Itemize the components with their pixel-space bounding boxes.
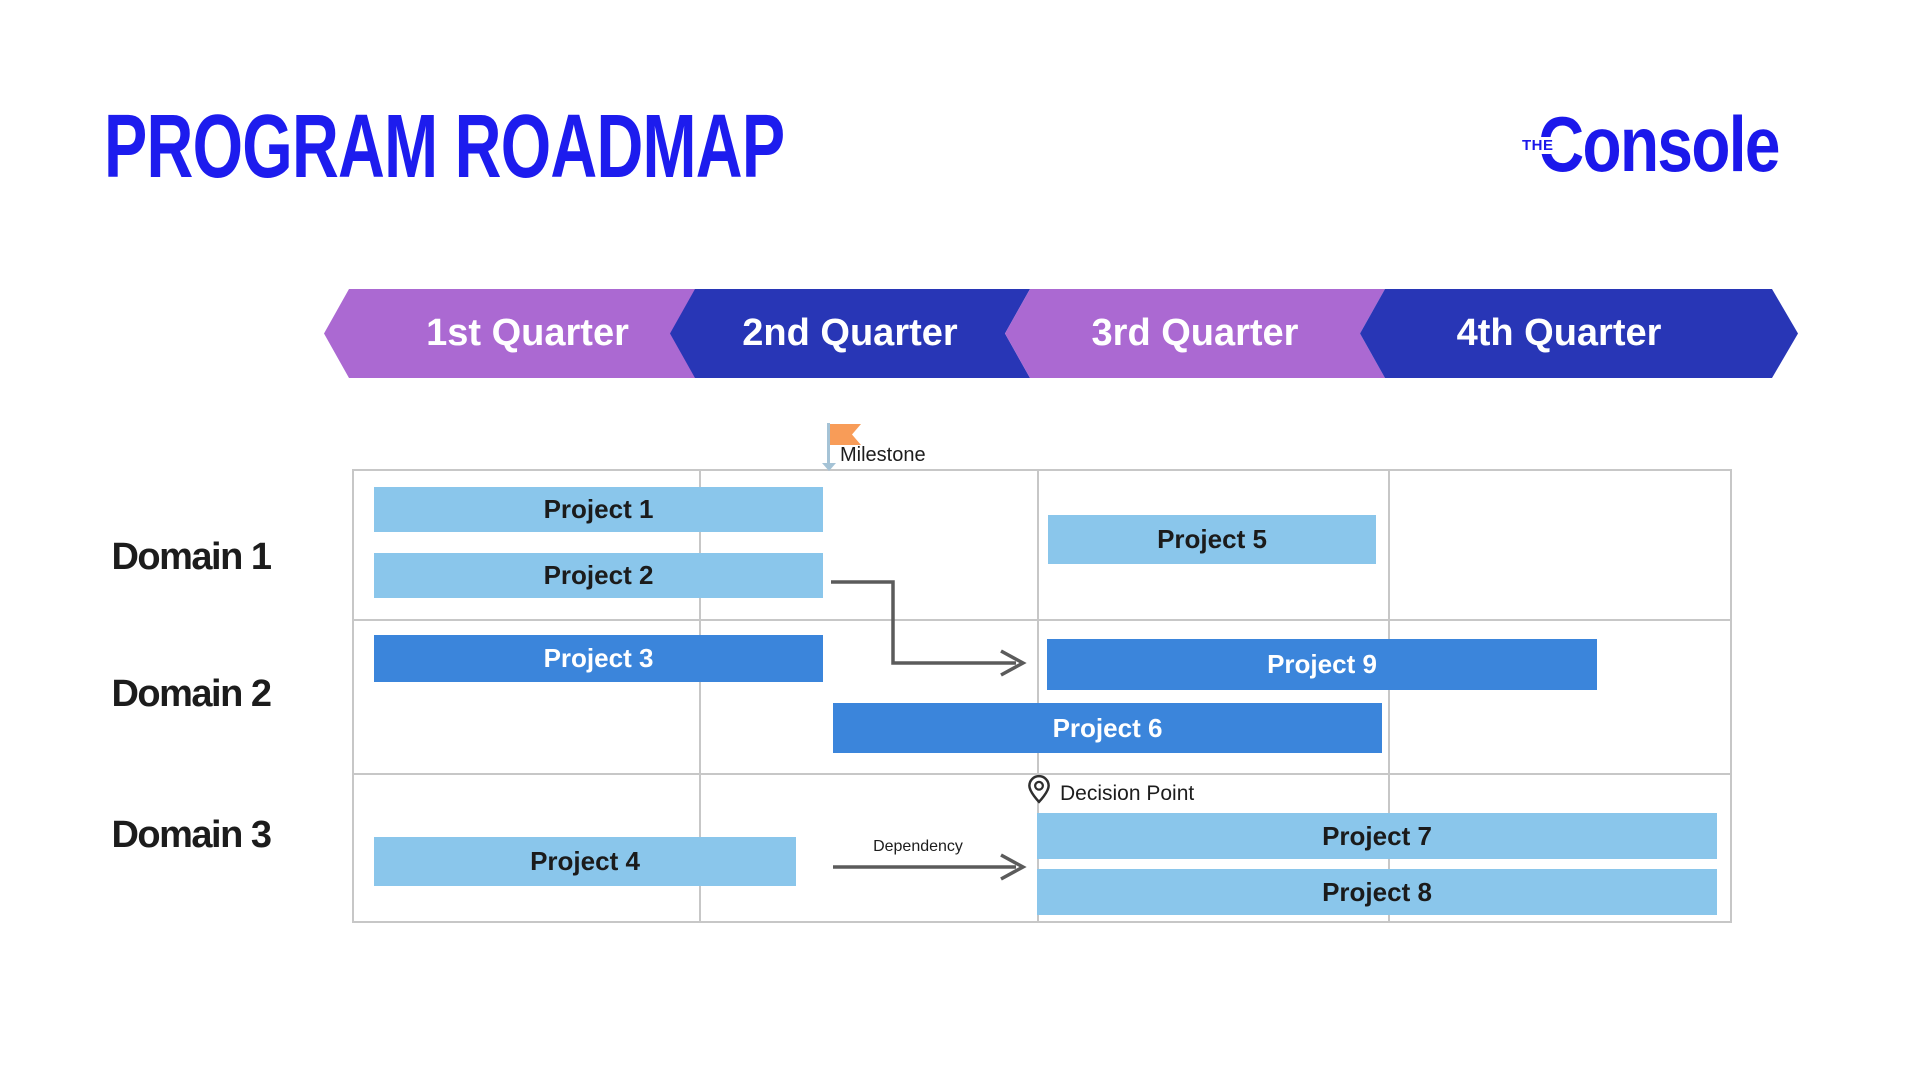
milestone-flag-icon bbox=[830, 424, 861, 445]
grid-column-divider bbox=[1388, 471, 1390, 921]
page-title: PROGRAM ROADMAP bbox=[104, 96, 1049, 199]
project-bar-3: Project 3 bbox=[374, 635, 823, 682]
project-bar-7: Project 7 bbox=[1037, 813, 1717, 859]
quarter-chevron-q4: 4th Quarter bbox=[1360, 289, 1798, 378]
grid-column-divider bbox=[1037, 471, 1039, 921]
grid-row-divider bbox=[354, 619, 1730, 621]
milestone-label: Milestone bbox=[840, 444, 926, 466]
grid-column-divider bbox=[699, 471, 701, 921]
logo-name: Console bbox=[1538, 100, 1780, 188]
project-bar-4: Project 4 bbox=[374, 837, 796, 886]
project-bar-9: Project 9 bbox=[1047, 639, 1597, 690]
domain-label-1: Domain 1 bbox=[111, 536, 272, 578]
project-bar-5: Project 5 bbox=[1048, 515, 1376, 564]
project-bar-2: Project 2 bbox=[374, 553, 823, 598]
quarter-chevron-q3: 3rd Quarter bbox=[1005, 289, 1385, 378]
domain-label-3: Domain 3 bbox=[111, 814, 272, 856]
page-title-text: PROGRAM ROADMAP bbox=[104, 97, 785, 197]
map-pin-icon bbox=[1028, 774, 1050, 804]
milestone-flag-pole bbox=[827, 423, 830, 465]
logo-prefix: THE bbox=[1521, 137, 1555, 154]
decision-point-label: Decision Point bbox=[1060, 782, 1195, 805]
grid-row-divider bbox=[354, 773, 1730, 775]
domain-label-2: Domain 2 bbox=[111, 673, 272, 715]
quarter-chevron-q2: 2nd Quarter bbox=[670, 289, 1030, 378]
project-bar-6: Project 6 bbox=[833, 703, 1382, 753]
dependency-label: Dependency bbox=[873, 838, 963, 855]
project-bar-1: Project 1 bbox=[374, 487, 823, 532]
quarter-chevron-q1: 1st Quarter bbox=[324, 289, 713, 378]
milestone-flag-pole-tip bbox=[822, 463, 836, 471]
project-bar-8: Project 8 bbox=[1037, 869, 1717, 915]
console-logo: THE Console bbox=[1521, 100, 1838, 188]
